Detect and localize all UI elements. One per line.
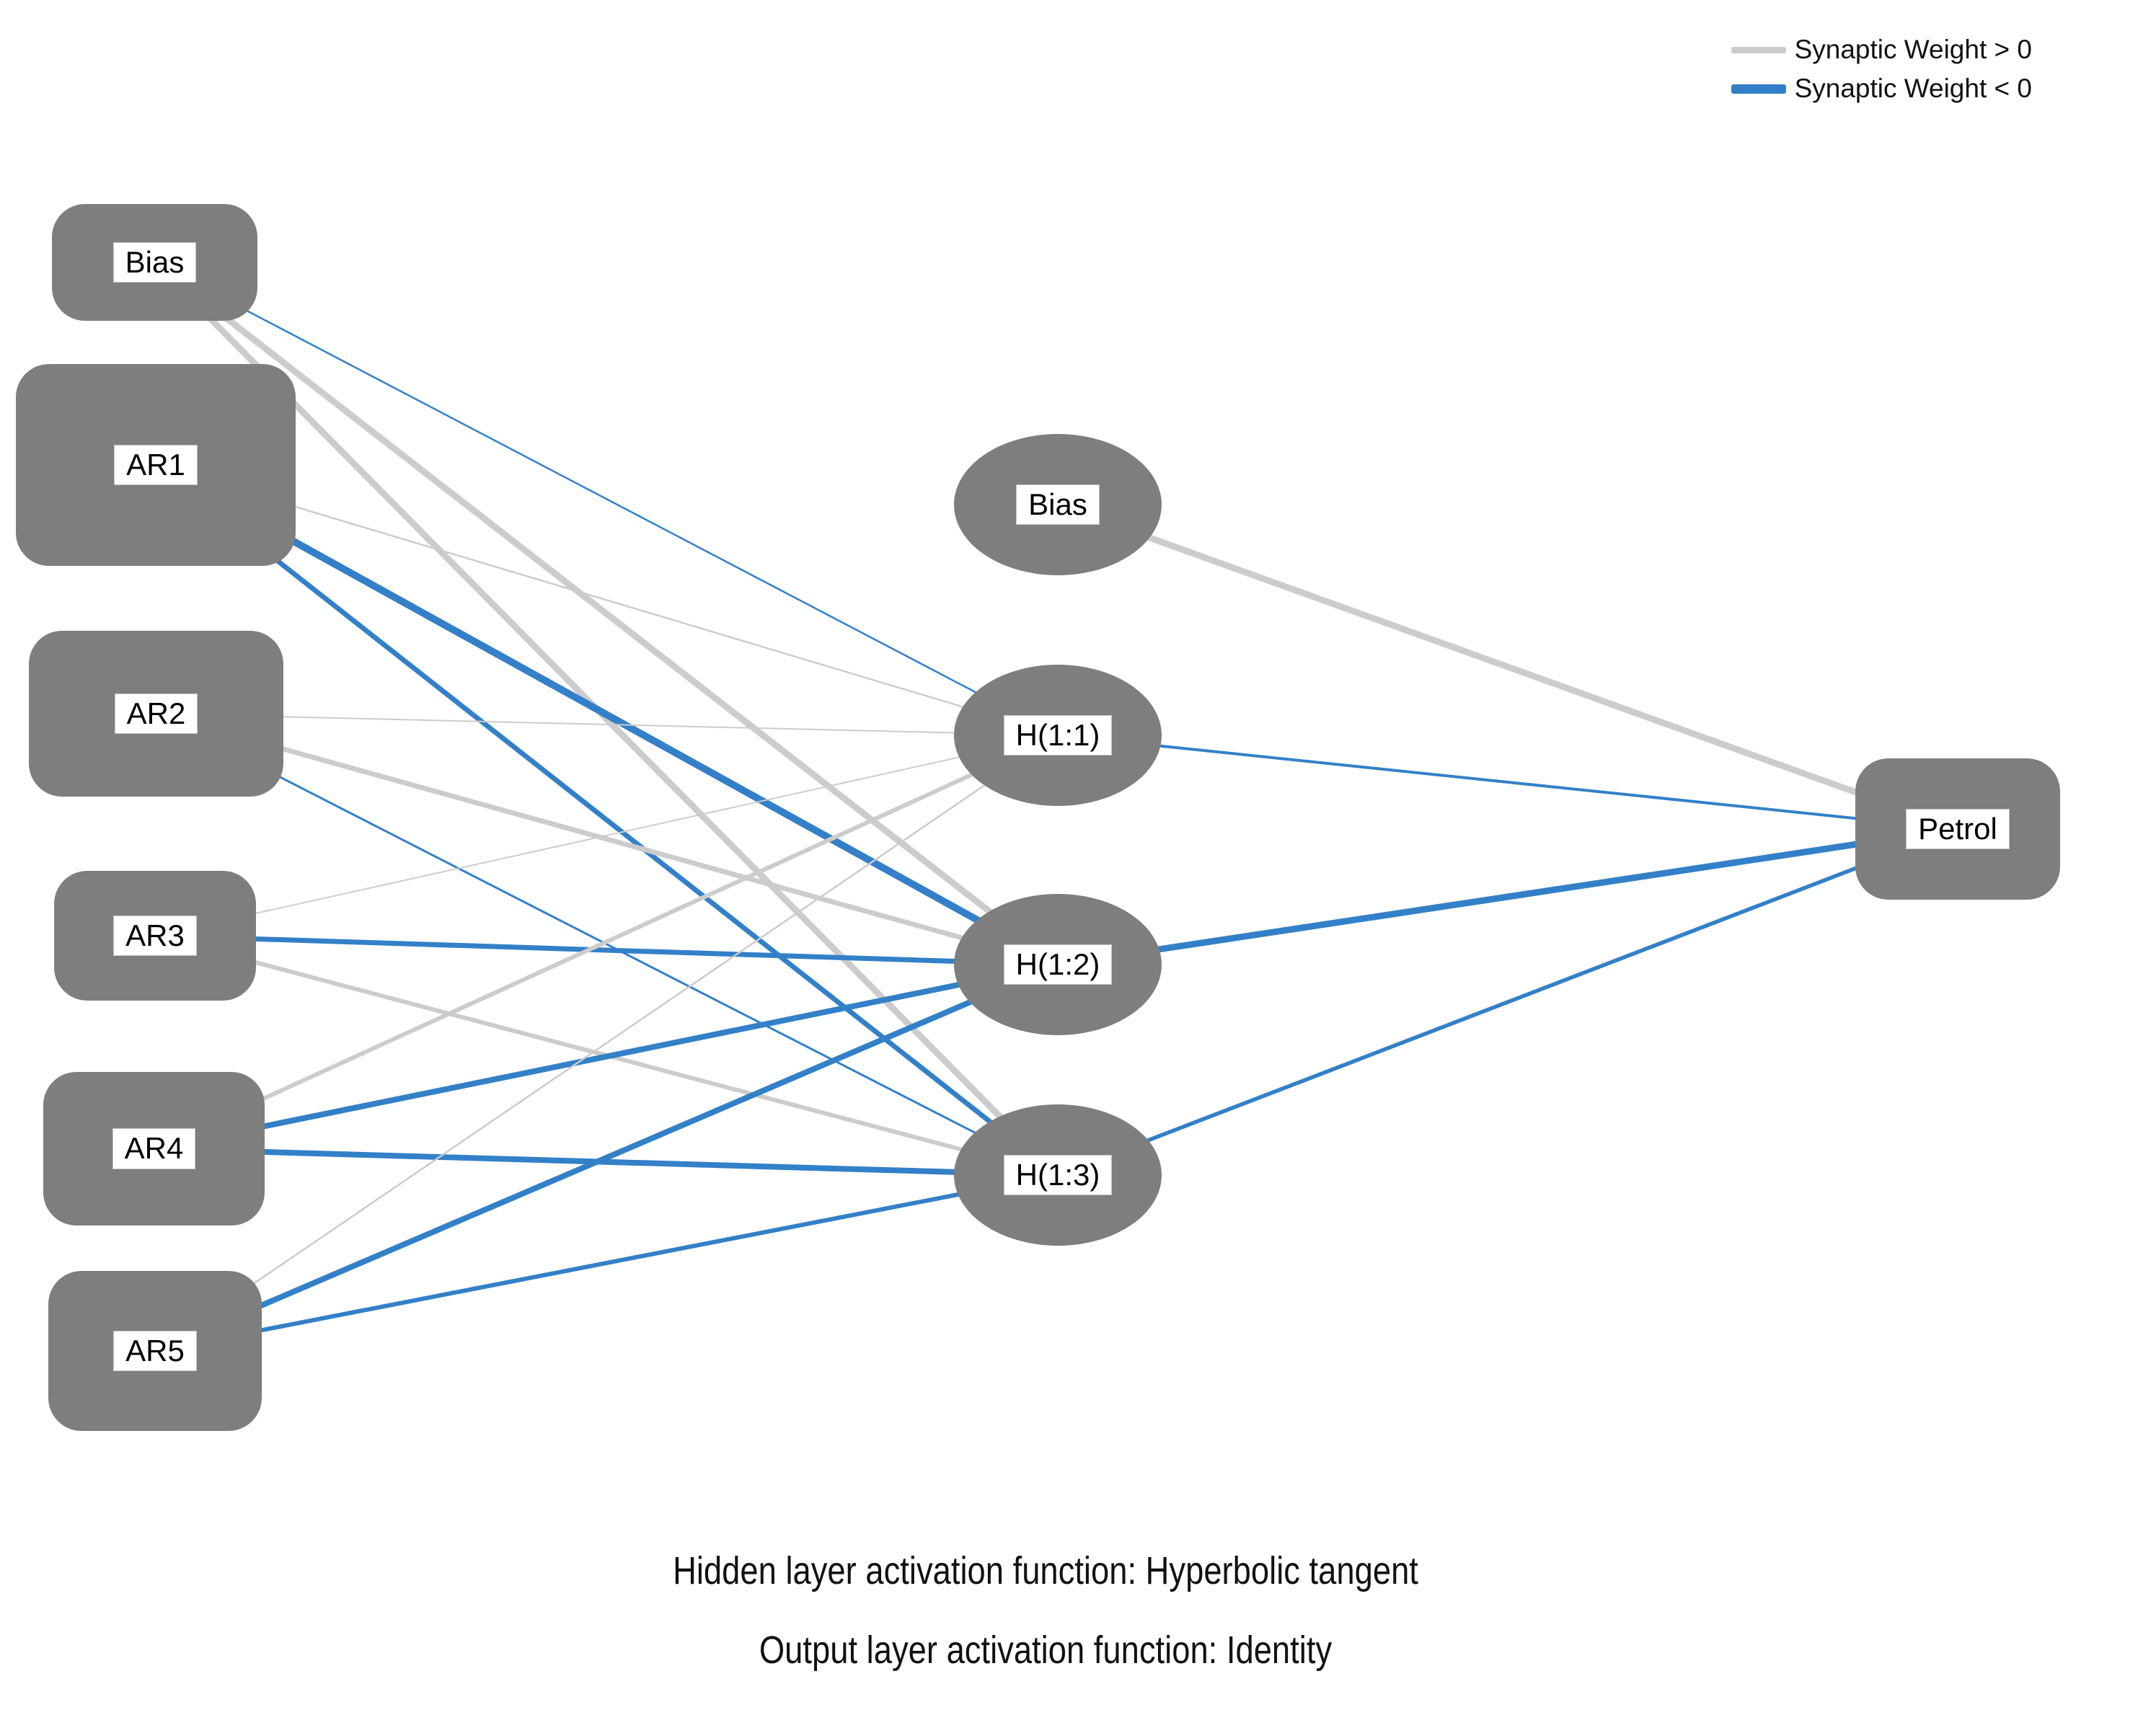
edge-ar2-to-h11 [156, 713, 1059, 736]
edge-bias_in-to-h13 [152, 260, 1061, 1178]
edge-ar4-to-h12 [153, 962, 1059, 1152]
positive-weight-line-swatch [1731, 46, 1786, 53]
edge-ar1-to-h12 [154, 461, 1060, 968]
hidden-node-bias: Bias [954, 434, 1162, 575]
edge-ar5-to-h13 [154, 1173, 1059, 1353]
node-label: H(1:3) [1003, 1154, 1113, 1196]
node-label: AR3 [113, 915, 197, 957]
edge-ar3-to-h12 [154, 933, 1059, 967]
edge-ar2-to-h12 [155, 711, 1059, 967]
output-node-petrol: Petrol [1855, 758, 2060, 900]
node-label: Bias [112, 241, 197, 283]
node-label: AR2 [114, 693, 198, 735]
edge-ar2-to-h13 [155, 712, 1059, 1176]
edge-ar1-to-h11 [155, 464, 1059, 737]
edge-h13-to-petrol [1057, 827, 1958, 1177]
hidden-node-h1-3: H(1:3) [954, 1104, 1162, 1246]
edge-bias_in-to-h12 [152, 260, 1060, 967]
node-label: AR5 [113, 1330, 197, 1372]
input-node-ar2: AR2 [29, 631, 283, 797]
node-label: AR4 [112, 1128, 196, 1169]
edge-bias_in-to-h11 [154, 261, 1059, 737]
input-node-ar5: AR5 [48, 1271, 262, 1431]
input-node-ar4: AR4 [43, 1072, 265, 1226]
negative-weight-line-swatch [1731, 84, 1786, 94]
edge-h11-to-petrol [1057, 734, 1958, 830]
input-node-ar3: AR3 [54, 871, 256, 1001]
hidden-node-h1-1: H(1:1) [954, 665, 1162, 806]
legend: Synaptic Weight > 0 Synaptic Weight < 0 [1731, 35, 2032, 104]
edge-ar4-to-h13 [154, 1145, 1059, 1178]
input-node-bias: Bias [52, 204, 257, 321]
node-label: H(1:1) [1003, 714, 1113, 756]
edge-ar1-to-h13 [154, 463, 1060, 1177]
input-node-ar1: AR1 [16, 364, 296, 566]
legend-label-negative: Synaptic Weight < 0 [1794, 74, 2032, 103]
legend-row-positive: Synaptic Weight > 0 [1731, 35, 2032, 65]
edge-ar3-to-h11 [154, 735, 1059, 936]
node-label: AR1 [114, 444, 198, 486]
edge-ar5-to-h12 [154, 962, 1059, 1354]
legend-row-negative: Synaptic Weight < 0 [1731, 74, 2032, 104]
node-label: H(1:2) [1003, 944, 1113, 985]
edge-h12-to-petrol [1057, 825, 1958, 968]
hidden-node-h1-2: H(1:2) [954, 894, 1162, 1035]
output-layer-activation-caption: Output layer activation function: Identi… [759, 1628, 1333, 1672]
edge-ar5-to-h11 [154, 734, 1059, 1352]
edge-bias_h-to-petrol [1056, 501, 1959, 833]
activation-function-captions: Hidden layer activation function: Hyperb… [0, 1551, 2091, 1670]
edge-ar4-to-h11 [153, 733, 1059, 1151]
legend-label-positive: Synaptic Weight > 0 [1794, 35, 2032, 64]
node-label: Petrol [1906, 808, 2010, 850]
node-label: Bias [1016, 484, 1100, 526]
hidden-layer-activation-caption: Hidden layer activation function: Hyperb… [673, 1549, 1418, 1592]
